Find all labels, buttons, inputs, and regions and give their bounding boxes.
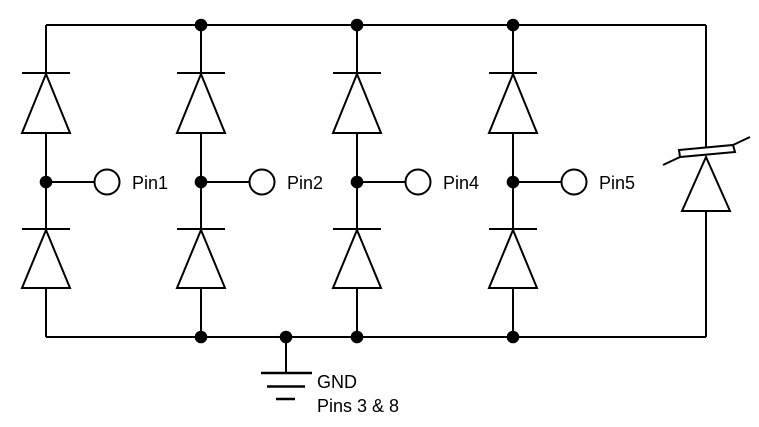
junction-dot xyxy=(39,175,53,189)
diode-icon xyxy=(331,227,383,289)
junction-dot xyxy=(194,175,208,189)
junction-dot xyxy=(194,18,208,32)
junction-dot xyxy=(350,175,364,189)
diode-icon xyxy=(487,227,539,289)
diode-icon xyxy=(175,71,227,134)
pin-terminal xyxy=(248,168,276,196)
junction-dot xyxy=(350,330,364,344)
junction-dot xyxy=(506,175,520,189)
diode-icon xyxy=(20,227,72,289)
pin-label: Pin5 xyxy=(599,173,635,193)
junction-dot xyxy=(506,330,520,344)
ground-sublabel: Pins 3 & 8 xyxy=(317,396,399,416)
junction-dot xyxy=(194,330,208,344)
zener-diode-icon xyxy=(680,154,732,212)
diode-icon xyxy=(331,71,383,134)
diode-icon xyxy=(487,71,539,134)
junction-dot xyxy=(506,18,520,32)
pin-label: Pin4 xyxy=(443,173,479,193)
junction-dot xyxy=(350,18,364,32)
pin-terminal xyxy=(404,168,432,196)
zener-cathode-tick xyxy=(732,136,751,146)
diode-icon xyxy=(20,71,72,134)
pin-terminal xyxy=(560,168,588,196)
zener-cathode-tick xyxy=(662,156,681,166)
pin-label: Pin2 xyxy=(287,173,323,193)
ground-label: GND xyxy=(317,372,357,392)
zener-cathode-bar xyxy=(677,143,737,159)
diode-icon xyxy=(175,227,227,289)
pin-terminal xyxy=(93,168,121,196)
pin-label: Pin1 xyxy=(132,173,168,193)
